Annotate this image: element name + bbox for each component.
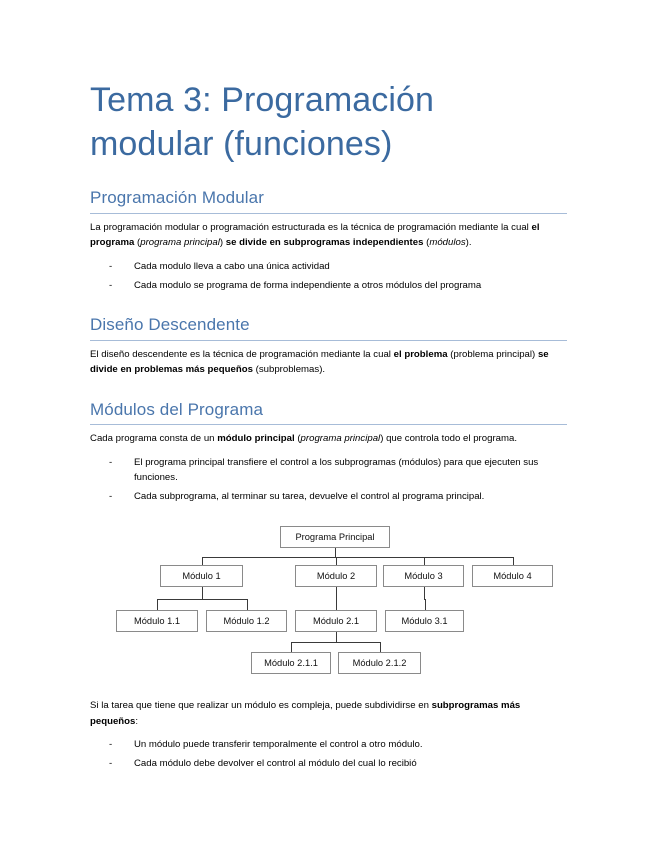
diagram-node: Módulo 3: [383, 565, 464, 588]
list-item: - Un módulo puede transferir temporalment…: [90, 737, 567, 753]
text-run: Si la tarea que tiene que realizar un mó…: [90, 700, 432, 712]
section-paragraph: El diseño descendente es la técnica de p…: [90, 347, 567, 378]
connector-line: [336, 599, 337, 611]
text-run: ): [219, 237, 226, 249]
text-run: programa principal: [300, 433, 381, 445]
text-run: el problema: [393, 348, 448, 360]
dash-bullet-icon: -: [109, 490, 113, 502]
connector-line: [512, 557, 514, 566]
text-run: ) que controla todo el programa.: [380, 433, 518, 445]
dash-bullet-icon: -: [109, 757, 113, 769]
dash-bullet-icon: -: [109, 279, 113, 291]
text-run: (: [134, 237, 141, 249]
text-run: (: [294, 433, 301, 445]
connector-line: [201, 557, 513, 559]
dash-bullet-icon: -: [109, 456, 113, 468]
dash-bullet-icon: -: [109, 739, 113, 751]
list-item: - El programa principal transfiere el con…: [90, 455, 567, 486]
dash-bullet-list: - Un módulo puede transferir temporalment…: [90, 737, 567, 771]
connector-line: [423, 557, 425, 566]
list-item-label: Cada modulo lleva a cabo una única activ…: [134, 260, 330, 272]
tail-paragraph: Si la tarea que tiene que realizar un mó…: [90, 698, 567, 729]
heading-underline-rule: [90, 339, 567, 341]
document-section: Programación Modular La programación modu…: [90, 188, 567, 293]
diagram-node: Módulo 2.1.1: [251, 652, 331, 675]
text-run: módulo principal: [217, 433, 295, 445]
diagram-node: Módulo 2: [295, 565, 377, 588]
diagram-node: Módulo 3.1: [385, 610, 464, 633]
dash-bullet-list: - Cada modulo lleva a cabo una única acti…: [90, 259, 567, 293]
connector-line: [379, 642, 381, 653]
connector-line: [423, 587, 425, 600]
dash-bullet-list: - El programa principal transfiere el con…: [90, 455, 567, 505]
text-run: se divide en problemas más pequeños: [90, 348, 549, 376]
text-run: El diseño descendente es la técnica de p…: [90, 348, 394, 360]
section-paragraph: La programación modular o programación e…: [90, 220, 567, 251]
text-run: módulos: [429, 237, 466, 249]
connector-line: [336, 632, 337, 643]
connector-line: [201, 557, 203, 566]
text-run: ).: [465, 237, 472, 249]
diagram-node: Módulo 1.1: [116, 610, 198, 633]
text-run: Cada programa consta de un: [90, 433, 218, 445]
heading-underline-rule: [90, 212, 567, 214]
diagram-node: Módulo 1: [160, 565, 243, 588]
connector-line: [157, 599, 158, 611]
list-item: - Cada modulo se programa de forma indepe…: [90, 278, 567, 294]
connector-line: [291, 642, 292, 653]
text-run: subprogramas más pequeños: [90, 700, 521, 727]
heading-underline-rule: [90, 424, 567, 426]
list-item: - Cada subprograma, al terminar su tarea,…: [90, 489, 567, 505]
page-title: Tema 3: Programación modular (funciones): [90, 81, 435, 164]
tail-text-block: Si la tarea que tiene que realizar un mó…: [90, 698, 567, 771]
list-item: - Cada módulo debe devolver el control al…: [90, 756, 567, 772]
text-run: (problema principal): [447, 348, 538, 360]
diagram-node: Módulo 4: [472, 565, 553, 588]
connector-line: [424, 599, 426, 611]
diagram-node: Módulo 2.1.2: [338, 652, 421, 675]
list-item-label: El programa principal transfiere el cont…: [134, 456, 539, 484]
connector-line: [291, 642, 380, 644]
section-heading: Diseño Descendente: [90, 315, 250, 335]
text-run: programa principal: [140, 237, 220, 249]
text-run: :: [135, 715, 139, 727]
list-item-label: Cada modulo se programa de forma indepen…: [134, 279, 482, 291]
list-item-label: Un módulo puede transferir temporalmente…: [134, 739, 423, 751]
connector-line: [157, 599, 247, 601]
text-run: (subproblemas).: [252, 364, 326, 376]
section-heading: Programación Modular: [90, 188, 264, 208]
section-paragraph: Cada programa consta de un módulo princi…: [90, 431, 567, 447]
text-run: (: [423, 237, 430, 249]
diagram-node: Módulo 1.2: [206, 610, 287, 633]
section-heading: Módulos del Programa: [90, 399, 264, 419]
text-run: La programación modular o programación e…: [90, 221, 532, 233]
list-item-label: Cada subprograma, al terminar su tarea, …: [134, 490, 485, 502]
dash-bullet-icon: -: [109, 260, 113, 272]
document-section: Diseño Descendente El diseño descendente …: [90, 315, 567, 378]
list-item: - Cada modulo lleva a cabo una única acti…: [90, 259, 567, 275]
connector-line: [423, 599, 425, 601]
text-run: el programa: [90, 221, 540, 249]
connector-line: [201, 587, 203, 600]
connector-line: [336, 557, 337, 566]
connector-line: [246, 599, 248, 611]
text-run: se divide en subprogramas independientes: [225, 237, 424, 249]
connector-line: [336, 587, 337, 600]
diagram-node: Módulo 2.1: [295, 610, 377, 633]
connector-line: [335, 548, 336, 558]
list-item-label: Cada módulo debe devolver el control al …: [134, 757, 417, 769]
diagram-node: Programa Principal: [280, 526, 390, 549]
sections-container: Programación Modular La programación modu…: [90, 188, 567, 504]
